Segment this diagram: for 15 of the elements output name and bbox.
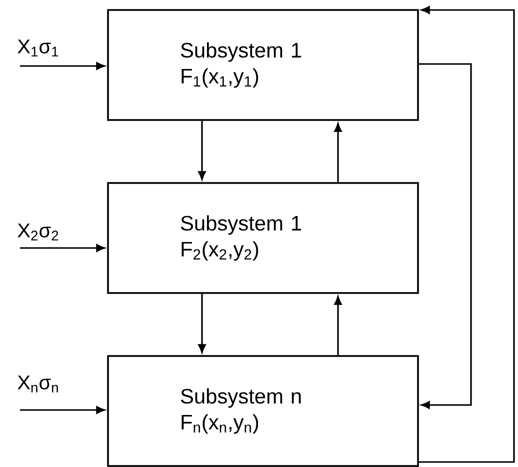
- arrow: [198, 294, 206, 353]
- arrow: [198, 120, 206, 180]
- input-arrow: [20, 244, 105, 252]
- feedback-arrow: [418, 63, 472, 409]
- arrow: [334, 296, 342, 356]
- subsystem-box: Subsystem n F$_{n}$(x$_{n}$,y$_{n}$): [107, 355, 419, 467]
- input-label: X$_{n}$σ$_{n}$: [18, 376, 58, 392]
- feedback-arrow: [418, 6, 515, 463]
- input-arrow: [20, 62, 105, 70]
- input-arrow: [20, 406, 105, 414]
- subsystem-box: Subsystem 1 F$_{2}$(x$_{2}$,y$_{2}$): [107, 182, 419, 294]
- subsystem-box: Subsystem 1 F$_{1}$(x$_{1}$,y$_{1}$): [107, 9, 419, 121]
- input-label: X$_{1}$σ$_{1}$: [18, 40, 58, 56]
- input-label: X$_{2}$σ$_{2}$: [18, 224, 58, 240]
- arrow: [334, 123, 342, 182]
